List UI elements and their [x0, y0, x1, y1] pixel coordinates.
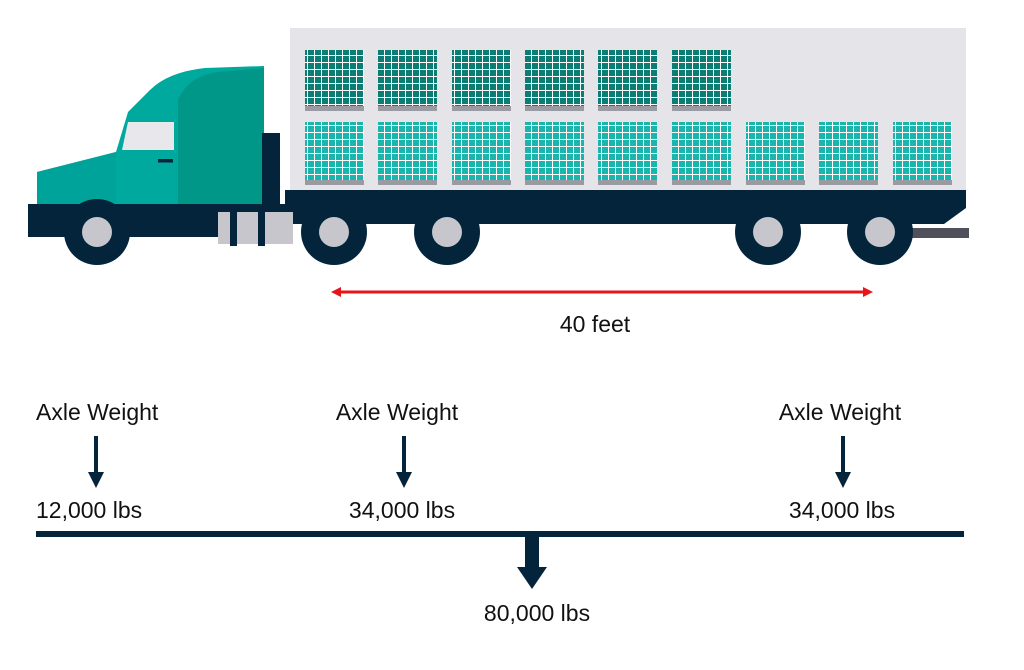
- panel-pallet: [378, 122, 437, 185]
- wheel: [64, 199, 130, 265]
- panel-pallet: [305, 122, 364, 185]
- fuel-tank-strap: [258, 210, 265, 246]
- weight-beam: [36, 531, 964, 537]
- panel-pallet: [598, 122, 657, 185]
- axle-1-heading: Axle Weight: [36, 399, 159, 425]
- wheel: [735, 199, 801, 265]
- axle-3-weight: 34,000 lbs: [788, 497, 896, 523]
- axle-2-weight: 34,000 lbs: [348, 497, 456, 523]
- cab-window: [122, 122, 174, 150]
- fuel-tank-strap: [230, 210, 237, 246]
- panel-pallet: [525, 122, 584, 185]
- wheel: [414, 199, 480, 265]
- cab-rear-wall: [262, 133, 280, 206]
- total-weight: 80,000 lbs: [483, 600, 591, 626]
- door-handle: [158, 159, 173, 163]
- total-down-arrow-icon: [517, 537, 547, 589]
- panel-pallet: [893, 122, 952, 185]
- panel-pallet: [746, 122, 805, 185]
- panel-pallet: [819, 122, 878, 185]
- down-arrow-icon: [396, 436, 412, 488]
- down-arrow-icon: [835, 436, 851, 488]
- axle-3-heading: Axle Weight: [778, 399, 902, 425]
- fuel-tank: [218, 212, 293, 244]
- dimension-label: 40 feet: [559, 311, 631, 337]
- panel-pallet: [378, 50, 437, 111]
- panel-pallet: [672, 122, 731, 185]
- trailer-bumper: [895, 228, 969, 238]
- cab-hood: [37, 152, 116, 206]
- cab-sleeper: [178, 68, 264, 206]
- solar-panel-stack-top: [305, 50, 731, 111]
- solar-panel-stack-bottom: [305, 122, 952, 185]
- axle-2-heading: Axle Weight: [335, 399, 459, 425]
- axle-1-weight: 12,000 lbs: [36, 497, 143, 523]
- panel-pallet: [452, 122, 511, 185]
- wheel: [301, 199, 367, 265]
- panel-pallet: [598, 50, 657, 111]
- panel-pallet: [525, 50, 584, 111]
- wheel: [847, 199, 913, 265]
- panel-pallet: [452, 50, 511, 111]
- down-arrow-icon: [88, 436, 104, 488]
- panel-pallet: [672, 50, 731, 111]
- panel-pallet: [305, 50, 364, 111]
